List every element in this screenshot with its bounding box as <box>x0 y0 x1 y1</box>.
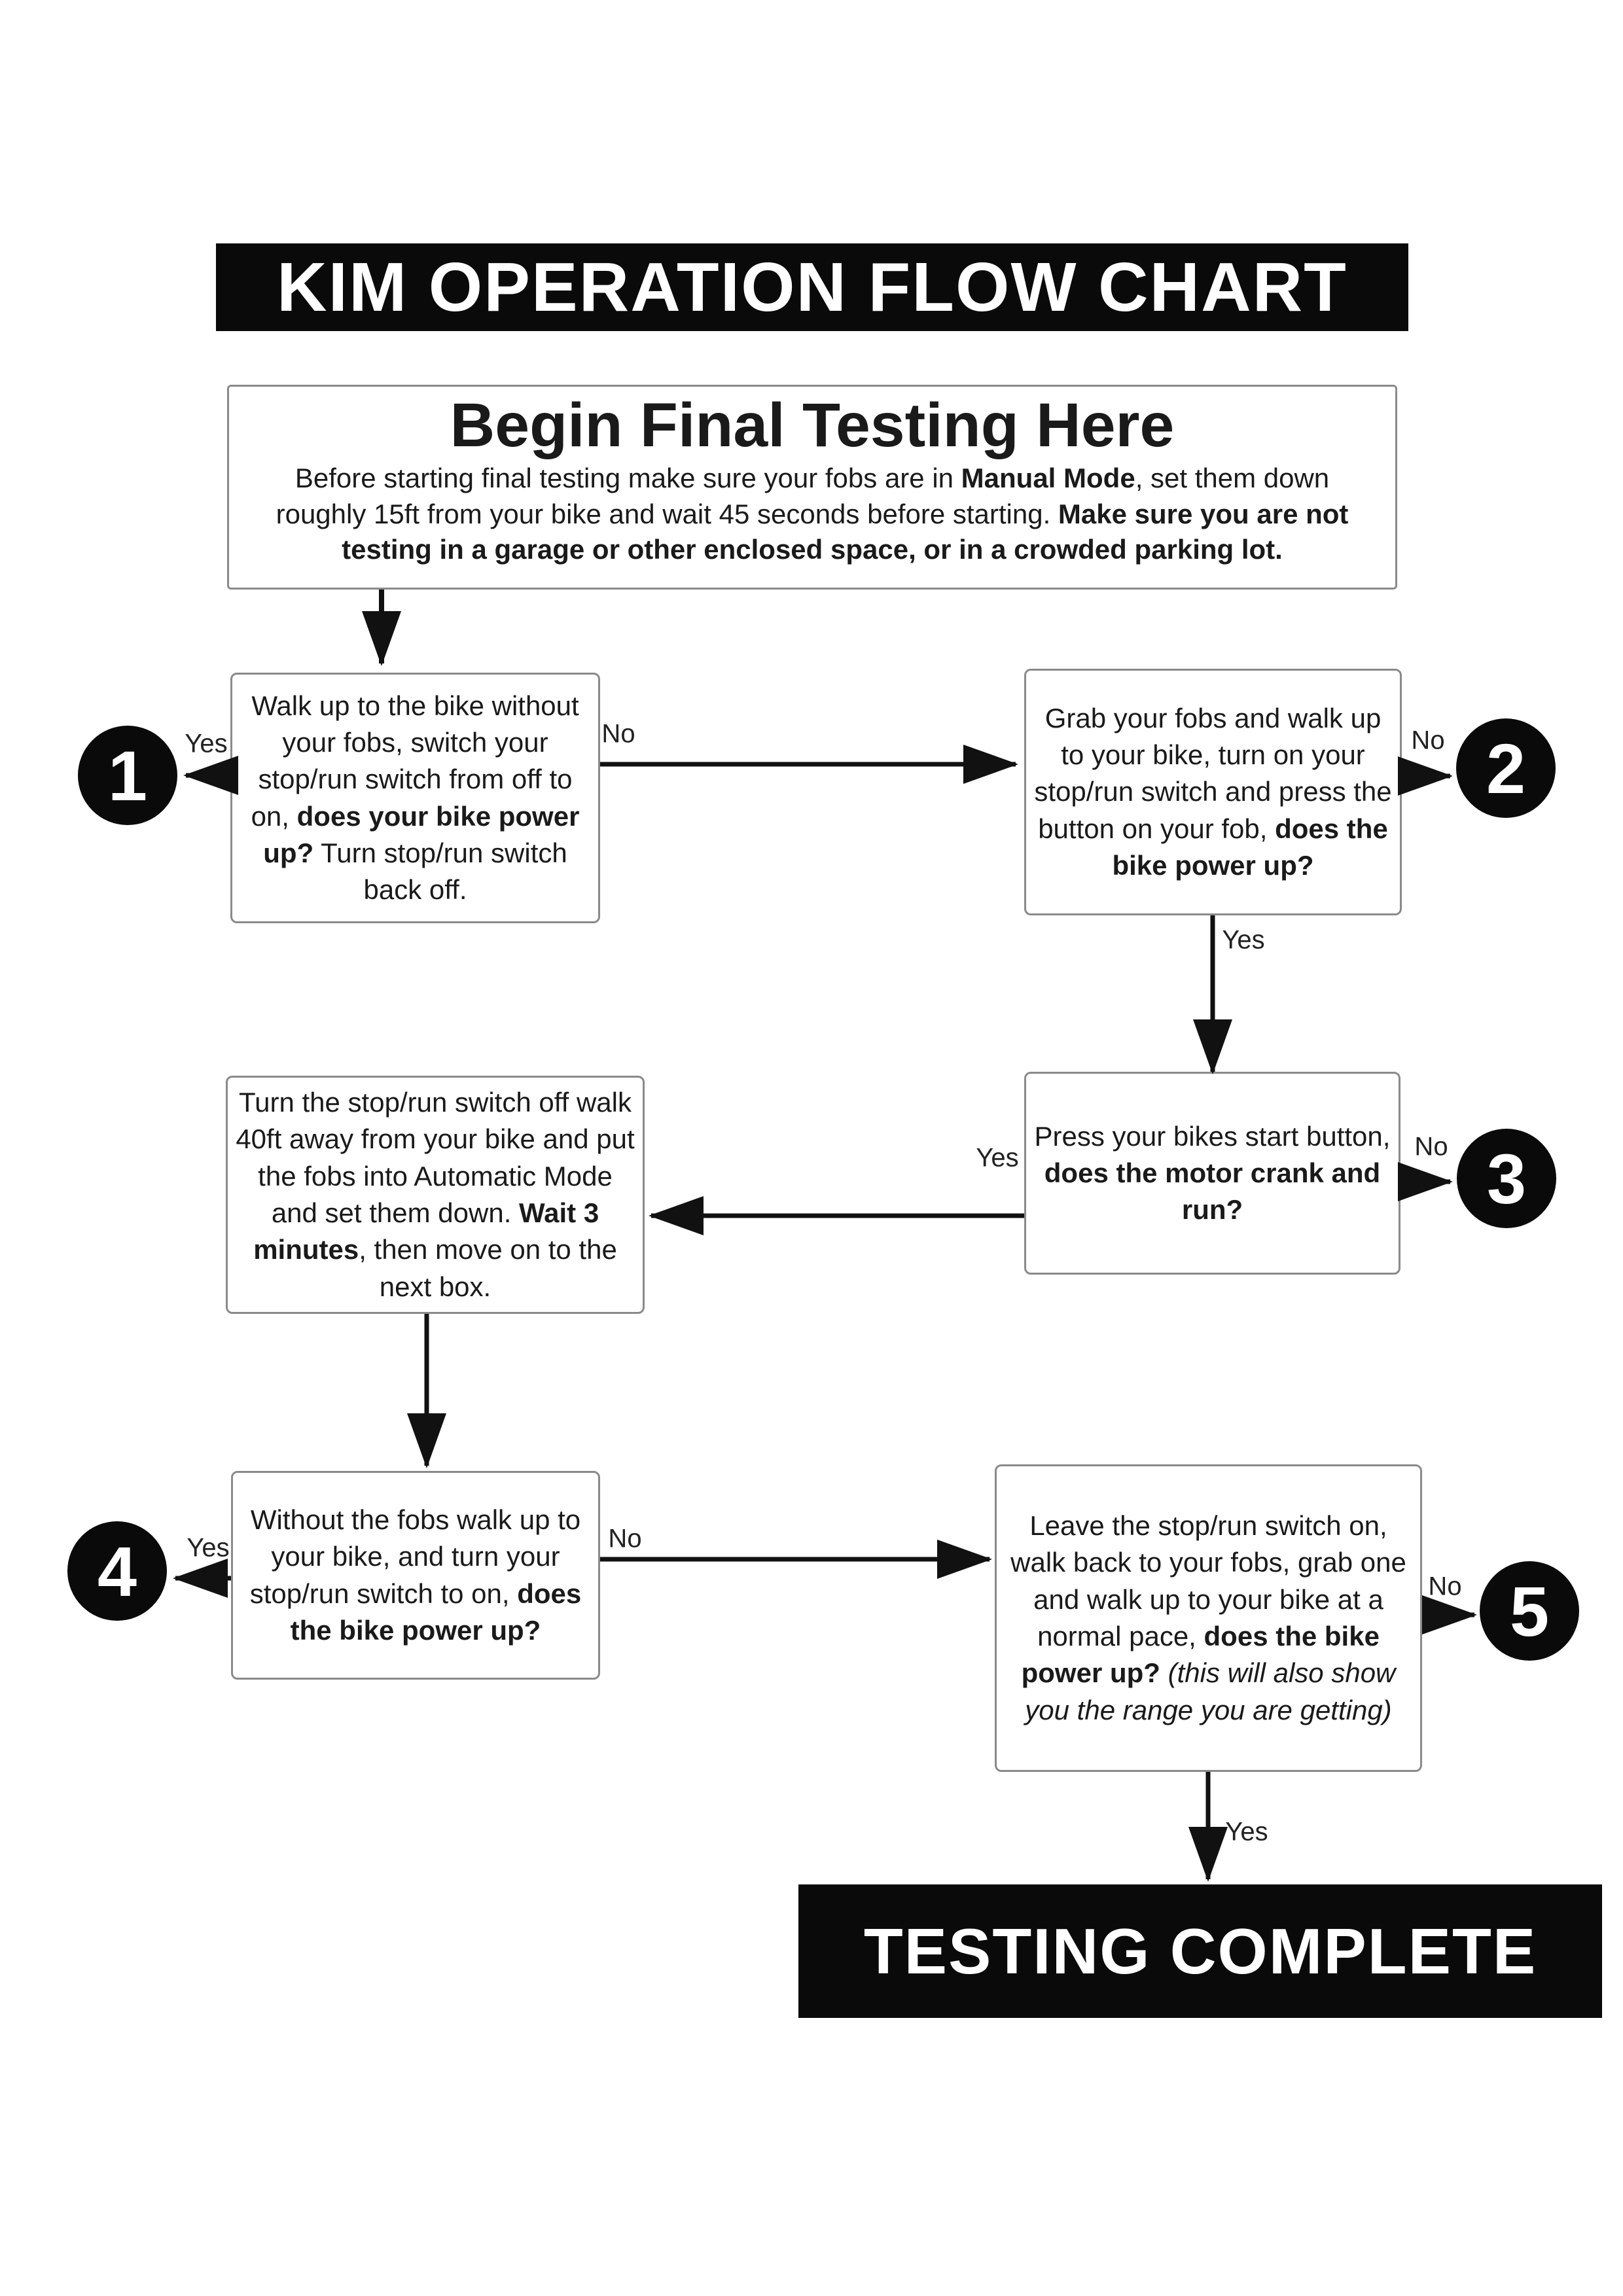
title-banner: KIM OPERATION FLOW CHART <box>216 243 1408 331</box>
terminal-circle-5: 5 <box>1480 1561 1579 1661</box>
edge-label-yes-to-press-start: Yes <box>1222 925 1265 955</box>
edge-label-no-to-5: No <box>1428 1572 1462 1601</box>
step-box-grab-fobs: Grab your fobs and walk up to your bike,… <box>1024 669 1402 915</box>
terminal-circle-3: 3 <box>1457 1129 1556 1228</box>
step-box-grab-fobs-text: Grab your fobs and walk up to your bike,… <box>1034 702 1392 881</box>
begin-testing-body: Before starting final testing make sure … <box>276 463 1349 565</box>
begin-testing-heading: Begin Final Testing Here <box>450 391 1175 460</box>
step-box-leave-switch-on: Leave the stop/run switch on, walk back … <box>995 1464 1422 1772</box>
edge-label-no-to-2: No <box>1411 726 1445 755</box>
edge-label-yes-to-1: Yes <box>185 729 228 758</box>
step-box-walk-without-fobs: Walk up to the bike without your fobs, s… <box>230 673 600 923</box>
step-box-automatic-mode: Turn the stop/run switch off walk 40ft a… <box>226 1076 645 1314</box>
step-box-leave-switch-on-text: Leave the stop/run switch on, walk back … <box>1010 1510 1406 1725</box>
step-box-automatic-mode-text: Turn the stop/run switch off walk 40ft a… <box>236 1087 635 1302</box>
terminal-circle-1: 1 <box>78 726 177 825</box>
edge-label-no-to-leave-switch-on: No <box>608 1524 642 1553</box>
begin-testing-box: Begin Final Testing Here Before starting… <box>227 385 1397 590</box>
terminal-circle-4: 4 <box>67 1521 167 1621</box>
step-box-press-start-text: Press your bikes start button, does the … <box>1034 1120 1391 1226</box>
step-box-walk-without-fobs-text: Walk up to the bike without your fobs, s… <box>251 690 580 906</box>
testing-complete-banner: TESTING COMPLETE <box>798 1884 1602 2018</box>
terminal-circle-2: 2 <box>1456 718 1556 818</box>
edge-label-yes-to-automatic-mode: Yes <box>976 1143 1019 1173</box>
edge-label-yes-to-4: Yes <box>187 1533 230 1563</box>
step-box-press-start: Press your bikes start button, does the … <box>1024 1072 1400 1275</box>
edge-label-yes-to-complete: Yes <box>1225 1817 1268 1846</box>
edge-label-no-to-3: No <box>1414 1132 1448 1161</box>
step-box-without-fobs-text: Without the fobs walk up to your bike, a… <box>249 1504 582 1646</box>
step-box-without-fobs: Without the fobs walk up to your bike, a… <box>231 1471 600 1680</box>
edge-label-no-to-grab-fobs: No <box>601 719 635 749</box>
